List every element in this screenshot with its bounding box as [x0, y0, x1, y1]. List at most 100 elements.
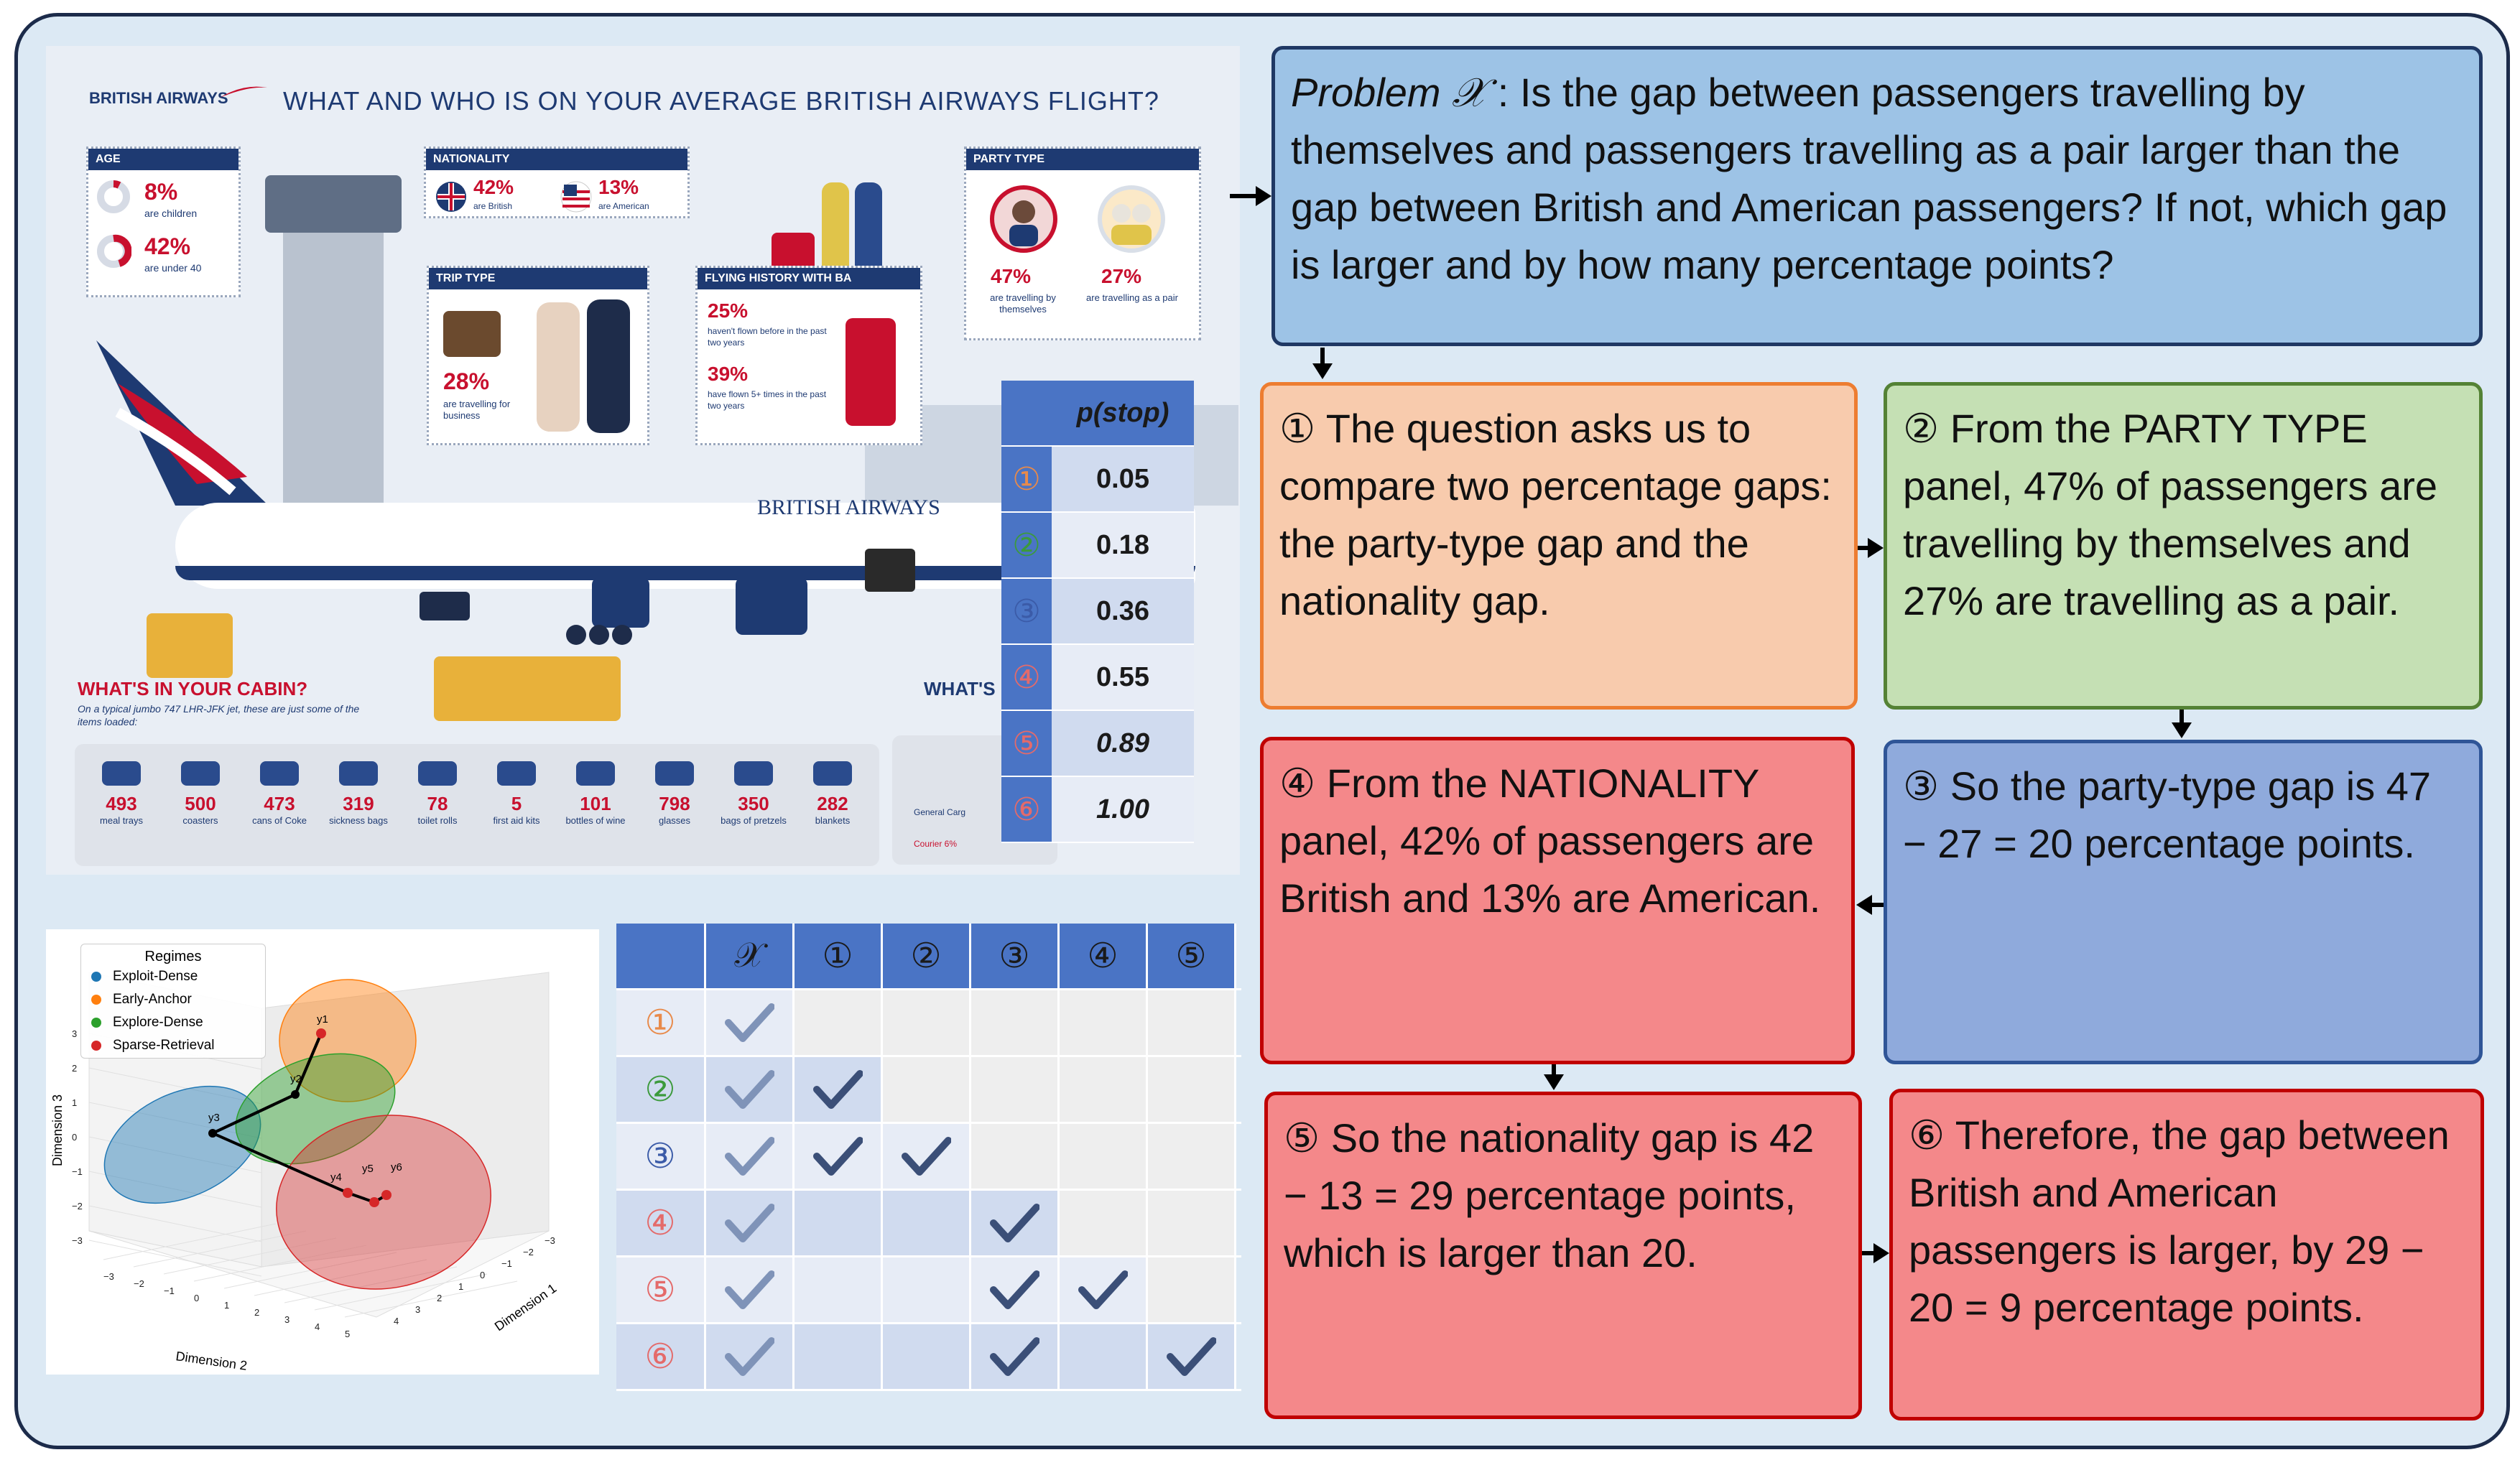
- legend-label: Early-Anchor: [113, 992, 192, 1007]
- matrix-row-label: ⑤: [616, 1257, 706, 1322]
- matrix-header-cell: [616, 924, 706, 988]
- infographic: BRITISH AIRWAYS WHAT AND WHO IS ON YOUR …: [46, 46, 1240, 875]
- matrix-row-label: ③: [616, 1124, 706, 1189]
- problem-label: Problem 𝒳: [1291, 70, 1487, 115]
- matrix-check-cell: [971, 1191, 1060, 1255]
- arrow-step4-to-step5: [1552, 1064, 1556, 1076]
- problem-text: : Is the gap between passengers travelli…: [1291, 70, 2447, 287]
- party-self-lbl: are travelling by themselves: [990, 292, 1056, 315]
- legend-label: Explore-Dense: [113, 1015, 203, 1030]
- tick-d1: 4: [394, 1316, 399, 1326]
- matrix-check-cell: [971, 1324, 1060, 1389]
- check-icon: [813, 1070, 863, 1109]
- infographic-title: WHAT AND WHO IS ON YOUR AVERAGE BRITISH …: [283, 86, 1159, 116]
- matrix-empty-cell: [1060, 1057, 1148, 1122]
- tick-d2: 5: [345, 1329, 350, 1339]
- arrow-info-to-problem: [1230, 194, 1257, 198]
- point-y1: [316, 1028, 326, 1038]
- cabin-item-label: sickness bags: [329, 815, 388, 826]
- label-y6: y6: [391, 1161, 402, 1173]
- legend-item: Early-Anchor: [81, 988, 265, 1011]
- tick-d2: −1: [164, 1285, 175, 1296]
- matrix-empty-cell: [971, 1057, 1060, 1122]
- pair-traveller-icon: [1098, 185, 1165, 253]
- donut-children-icon: [97, 180, 130, 213]
- check-icon: [725, 1337, 774, 1376]
- cabin-item-label: meal trays: [100, 815, 143, 826]
- nationality-panel: NATIONALITY 42% are British 13% are Amer…: [424, 147, 690, 218]
- stop-probability-value: 0.18: [1052, 513, 1194, 577]
- matrix-row-label: ⑥: [616, 1324, 706, 1389]
- label-y5: y5: [362, 1163, 374, 1175]
- matrix-empty-cell: [883, 1324, 971, 1389]
- age-under40-lbl: are under 40: [144, 262, 202, 274]
- party-type-panel: PARTY TYPE 47% are travelling by themsel…: [964, 147, 1201, 340]
- cabin-item-count: 101: [580, 793, 611, 814]
- cabin-item-icon: [734, 761, 773, 786]
- legend-marker: [91, 972, 101, 982]
- cabin-item-label: cans of Coke: [252, 815, 307, 826]
- engine-right: [736, 577, 807, 635]
- landing-gear-icon: [566, 625, 632, 645]
- stop-table-header-label: p(stop): [1052, 381, 1194, 445]
- cabin-item-icon: [576, 761, 615, 786]
- matrix-check-cell: [883, 1124, 971, 1189]
- tick-d1: −1: [501, 1258, 512, 1269]
- stop-probability-value: 0.05: [1052, 447, 1194, 511]
- matrix-empty-cell: [1148, 1257, 1236, 1322]
- matrix-row-label: ②: [616, 1057, 706, 1122]
- matrix-empty-cell: [971, 1124, 1060, 1189]
- trip-business-lbl: are travelling for business: [443, 399, 511, 421]
- tick-d2: −3: [103, 1271, 114, 1282]
- check-icon: [990, 1270, 1039, 1309]
- label-y4: y4: [330, 1171, 342, 1184]
- matrix-empty-cell: [971, 990, 1060, 1055]
- tick-d3: −2: [72, 1201, 83, 1212]
- matrix-header-cell: ③: [971, 924, 1060, 988]
- regime-3d-scatter: y1 y2 y3 y4 y5 y6 Dimension 2 Dimension …: [46, 929, 599, 1375]
- label-y3: y3: [208, 1112, 220, 1124]
- matrix-row: ③: [616, 1124, 1241, 1191]
- cabin-item-label: first aid kits: [493, 815, 540, 826]
- xlabel: Dimension 2: [175, 1349, 248, 1373]
- matrix-check-cell: [706, 1191, 795, 1255]
- check-icon: [990, 1337, 1039, 1376]
- cabin-item-count: 473: [264, 793, 295, 814]
- ellipsoid-sparse-retrieval: [276, 1115, 491, 1290]
- history-p1-pct: 25%: [708, 299, 749, 322]
- legend-marker: [91, 1041, 101, 1051]
- stop-probability-value: 1.00: [1052, 777, 1194, 842]
- cabin-item-label: bottles of wine: [565, 815, 626, 826]
- ylabel: Dimension 1: [492, 1281, 559, 1334]
- tick-d3: −1: [72, 1166, 83, 1177]
- stop-table-header: p(stop): [1001, 381, 1194, 447]
- hold-item-courier: Courier 6%: [914, 839, 958, 849]
- matrix-header-cell: ②: [883, 924, 971, 988]
- matrix-row: ①: [616, 990, 1241, 1057]
- cabin-item-label: blankets: [815, 815, 851, 826]
- cabin-item-count: 5: [511, 793, 522, 814]
- ba-speedmarque-icon: [220, 86, 267, 98]
- loader-truck-icon: [434, 656, 621, 721]
- forklift-icon: [147, 613, 233, 678]
- arrow-step1-to-step2: [1858, 546, 1869, 550]
- tick-d2: −2: [134, 1278, 144, 1289]
- matrix-check-cell: [706, 990, 795, 1055]
- nationality-british-lbl: are British: [473, 201, 513, 211]
- businessman-icon: [587, 299, 630, 433]
- check-icon: [725, 1137, 774, 1176]
- point-y3: [208, 1129, 217, 1138]
